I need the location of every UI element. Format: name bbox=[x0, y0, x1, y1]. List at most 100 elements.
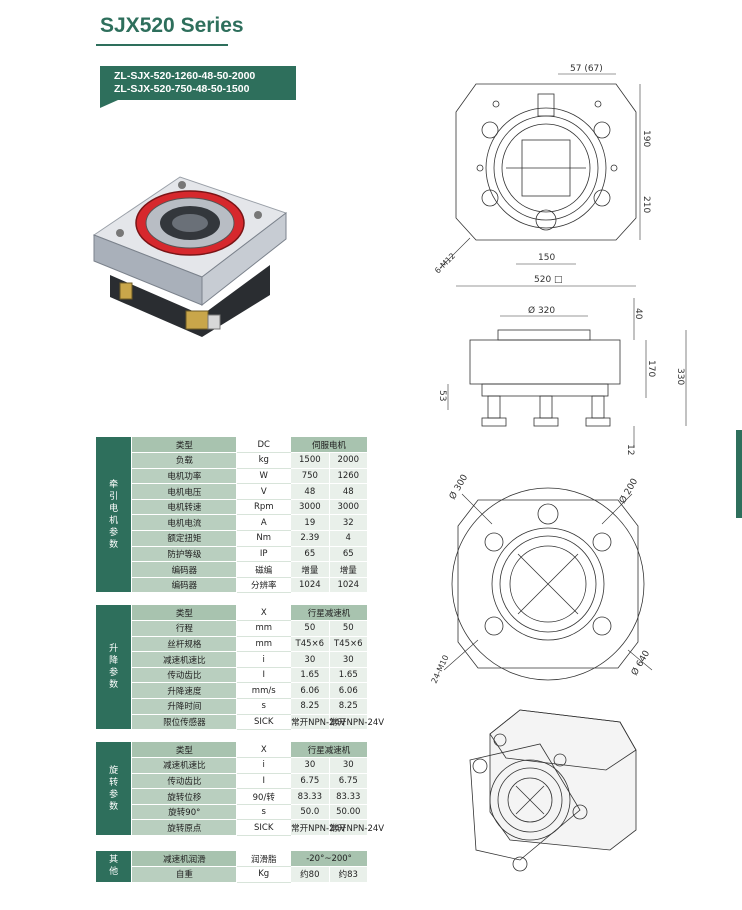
dim-170: 170 bbox=[646, 360, 656, 377]
section-label-text: 牵引电机参数 bbox=[109, 479, 119, 550]
param-value-b: 3000 bbox=[329, 499, 369, 516]
param-unit: 90/转 bbox=[236, 788, 292, 805]
param-unit: I bbox=[236, 667, 292, 684]
param-value: 伺服电机 bbox=[290, 437, 368, 454]
param-value-a: 19 bbox=[290, 514, 330, 532]
param-label: 自重 bbox=[131, 866, 238, 883]
param-value-b: 增量 bbox=[329, 561, 369, 578]
param-value-b: 4 bbox=[329, 530, 369, 547]
param-unit: i bbox=[236, 757, 292, 774]
dim-40: 40 bbox=[633, 308, 643, 320]
param-value-b: 常开NPN-24V bbox=[329, 714, 384, 731]
param-value-b: 常开NPN-24V bbox=[329, 819, 384, 837]
dim-200: Ø 200 bbox=[617, 476, 640, 505]
param-label: 减速机速比 bbox=[131, 651, 238, 668]
param-label: 限位传感器 bbox=[131, 714, 238, 731]
param-unit: A bbox=[236, 514, 292, 532]
section-label: 牵引电机参数 bbox=[96, 437, 133, 594]
param-value-b: 1024 bbox=[329, 577, 369, 594]
param-label: 传动齿比 bbox=[131, 773, 238, 790]
dim-53: 53 bbox=[437, 390, 447, 401]
param-value-b: 50 bbox=[329, 620, 369, 637]
param-unit: Kg bbox=[236, 866, 292, 883]
param-unit: Nm bbox=[236, 530, 292, 547]
param-value-a: 65 bbox=[290, 546, 330, 563]
dim-150: 150 bbox=[538, 253, 555, 263]
param-value-a: 750 bbox=[290, 468, 330, 485]
param-value-a: 2.39 bbox=[290, 530, 330, 547]
param-value-a: T45×6 bbox=[290, 636, 330, 653]
param-value-a: 30 bbox=[290, 757, 330, 774]
param-unit: 磁编 bbox=[236, 561, 292, 578]
section-label: 旋转参数 bbox=[96, 742, 133, 837]
param-value: 行星减速机 bbox=[290, 605, 368, 622]
param-label: 减速机润滑 bbox=[131, 851, 238, 868]
param-label: 类型 bbox=[131, 437, 238, 454]
param-unit: s bbox=[236, 804, 292, 821]
model-banner-tail bbox=[100, 100, 118, 108]
param-unit: s bbox=[236, 698, 292, 715]
param-value-a: 约80 bbox=[290, 866, 330, 883]
isometric-drawing bbox=[469, 709, 637, 872]
param-label: 额定扭矩 bbox=[131, 530, 238, 547]
param-label: 电机功率 bbox=[131, 468, 238, 485]
dim-210: 210 bbox=[641, 196, 651, 213]
param-label: 电机电压 bbox=[131, 483, 238, 500]
section-label: 升降参数 bbox=[96, 605, 133, 731]
param-label: 旋转位移 bbox=[131, 788, 238, 805]
param-label: 负载 bbox=[131, 452, 238, 469]
param-label: 编码器 bbox=[131, 561, 238, 578]
param-value-b: 50.00 bbox=[329, 804, 369, 821]
param-value-b: 30 bbox=[329, 651, 369, 668]
product-render bbox=[92, 176, 288, 337]
param-unit: X bbox=[236, 742, 292, 759]
side-view-drawing: Ø 320 40 170 330 53 12 bbox=[437, 298, 687, 455]
param-value-a: 8.25 bbox=[290, 698, 330, 715]
param-unit: DC bbox=[236, 437, 292, 454]
bottom-view-drawing: Ø 300 Ø 200 Ø 640 24-M10 bbox=[430, 472, 653, 685]
page-title: SJX520 Series bbox=[100, 14, 244, 37]
param-unit: V bbox=[236, 483, 292, 500]
param-value-b: 30 bbox=[329, 757, 369, 774]
param-unit: mm/s bbox=[236, 682, 292, 700]
param-unit: Rpm bbox=[236, 499, 292, 516]
top-view-drawing: 57 (67) 190 210 150 520 □ 6-M12 bbox=[433, 64, 651, 287]
dim-57: 57 (67) bbox=[570, 64, 603, 74]
model-banner: ZL-SJX-520-1260-48-50-2000 ZL-SJX-520-75… bbox=[100, 66, 296, 100]
param-unit: 分辨率 bbox=[236, 577, 292, 594]
section-label-text: 旋转参数 bbox=[109, 765, 119, 812]
param-value-b: 2000 bbox=[329, 452, 369, 469]
param-unit: kg bbox=[236, 452, 292, 469]
param-label: 旋转原点 bbox=[131, 819, 238, 837]
param-label: 类型 bbox=[131, 605, 238, 622]
section-label-text: 升降参数 bbox=[109, 644, 119, 691]
page-edge-tab bbox=[736, 430, 742, 518]
param-value-b: 65 bbox=[329, 546, 369, 563]
param-value-b: 1.65 bbox=[329, 667, 369, 684]
param-value-a: 50.0 bbox=[290, 804, 330, 821]
param-unit: I bbox=[236, 773, 292, 790]
dim-12: 12 bbox=[625, 444, 635, 455]
param-value-b: 约83 bbox=[329, 866, 369, 883]
param-unit: IP bbox=[236, 546, 292, 563]
param-unit: SICK bbox=[236, 819, 292, 837]
param-value-a: 48 bbox=[290, 483, 330, 500]
param-value-a: 50 bbox=[290, 620, 330, 637]
param-unit: X bbox=[236, 605, 292, 622]
